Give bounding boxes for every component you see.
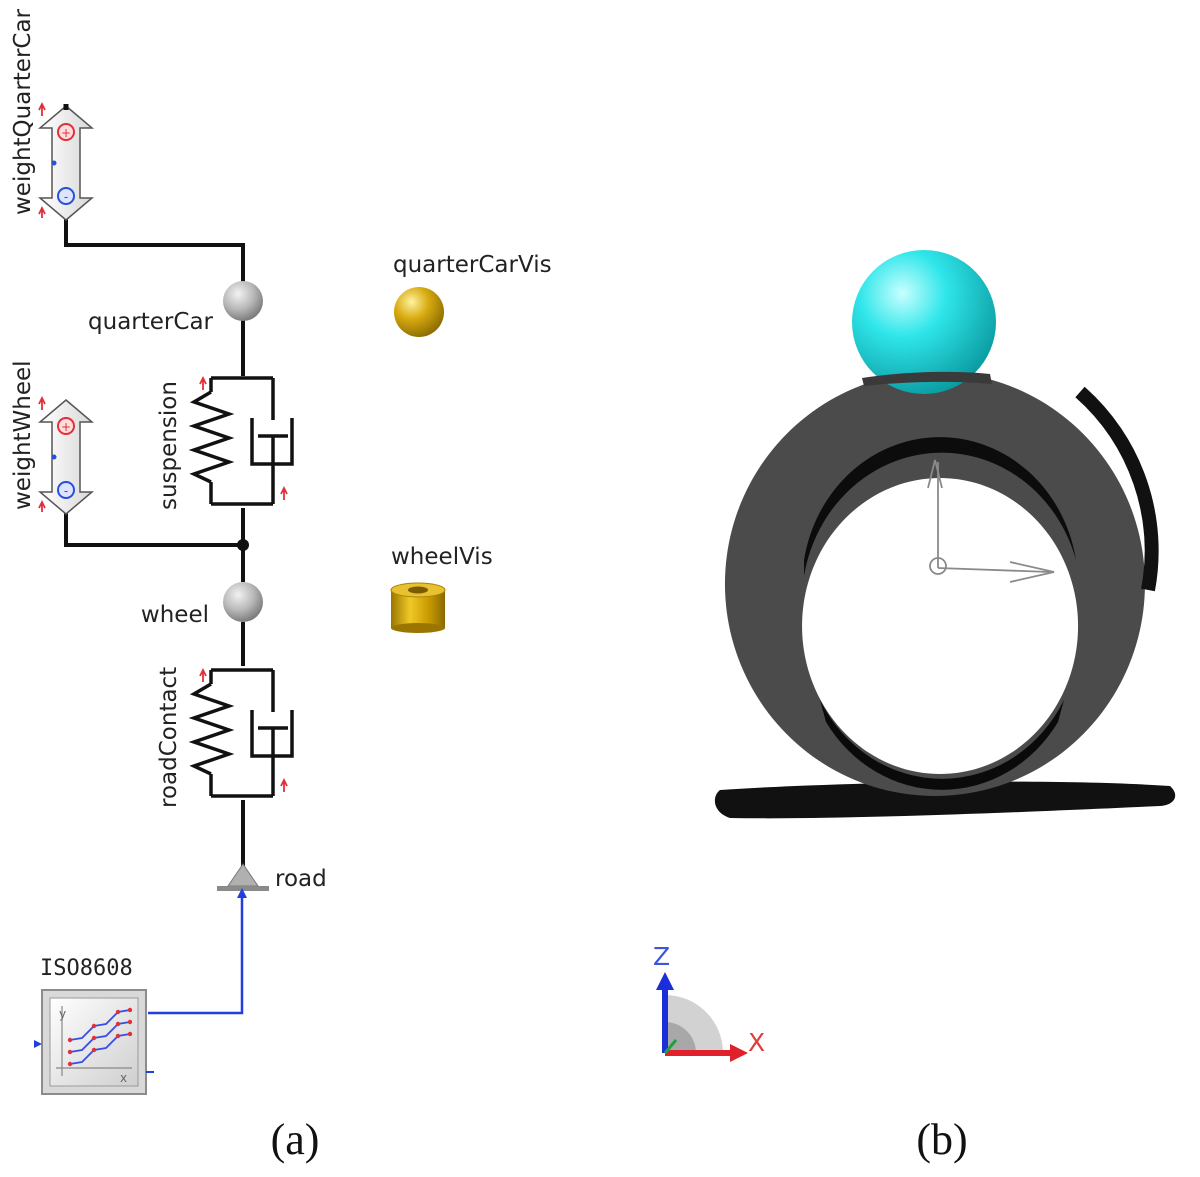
iso8608-axis-x: x bbox=[120, 1071, 127, 1085]
coordinate-triad: Z X bbox=[653, 942, 765, 1062]
arrow-up-red-icon bbox=[38, 101, 46, 116]
quarter-car-sphere[interactable] bbox=[852, 250, 996, 394]
quarter-car-mass[interactable] bbox=[223, 281, 263, 321]
weight-quarter-car-label: weightQuarterCar bbox=[10, 8, 36, 215]
caption-a: (a) bbox=[271, 1115, 320, 1164]
weight-wheel-label: weightWheel bbox=[10, 360, 36, 510]
arrow-up-red-icon bbox=[38, 395, 46, 410]
suspension-spring-damper[interactable] bbox=[188, 375, 294, 506]
quarter-car-vis-sphere[interactable] bbox=[394, 287, 444, 337]
flange-minus-icon bbox=[57, 187, 75, 205]
panel-b-render: Z X (b) bbox=[653, 250, 1176, 1164]
quarter-car-label: quarterCar bbox=[88, 309, 214, 335]
wheel-vis-cylinder[interactable] bbox=[390, 582, 446, 633]
iso8608-axis-y: y bbox=[59, 1007, 66, 1021]
arrow-up-red-icon bbox=[38, 205, 46, 218]
quarter-car-vis-label: quarterCarVis bbox=[393, 252, 552, 278]
suspension-label: suspension bbox=[156, 381, 182, 510]
iso8608-label: ISO8608 bbox=[40, 956, 133, 981]
svg-text:-: - bbox=[64, 484, 68, 498]
wheel-vis-label: wheelVis bbox=[391, 544, 493, 570]
panel-a-diagram: + - weightQuarterCar quarterCar quarterC… bbox=[10, 8, 552, 1164]
flange-minus-icon bbox=[57, 481, 75, 499]
road-contact-label: roadContact bbox=[156, 667, 182, 808]
tire-3d[interactable] bbox=[724, 372, 1159, 796]
weight-wheel-block[interactable]: + - bbox=[37, 395, 95, 515]
weight-quarter-car-block[interactable]: + - bbox=[37, 101, 95, 221]
iso8608-block[interactable]: y x bbox=[34, 989, 154, 1095]
flange-plus-icon bbox=[57, 123, 75, 141]
road-label: road bbox=[275, 866, 327, 892]
connection-wires bbox=[64, 210, 245, 868]
arrow-up-red-icon bbox=[38, 499, 46, 512]
junction-node bbox=[237, 539, 249, 551]
axis-z-label: Z bbox=[653, 942, 670, 971]
flange-plus-icon bbox=[57, 417, 75, 435]
wheel-mass[interactable] bbox=[223, 582, 263, 622]
caption-b: (b) bbox=[916, 1115, 967, 1164]
local-frame-axes bbox=[927, 459, 1055, 583]
ground-shadow bbox=[714, 781, 1176, 819]
road-support[interactable] bbox=[217, 863, 269, 891]
wheel-label: wheel bbox=[141, 602, 209, 628]
svg-text:+: + bbox=[61, 126, 71, 140]
road-contact-spring-damper[interactable] bbox=[188, 667, 294, 798]
svg-text:+: + bbox=[61, 420, 71, 434]
axis-x-label: X bbox=[748, 1028, 765, 1057]
svg-text:-: - bbox=[64, 190, 68, 204]
signal-line bbox=[148, 888, 247, 1015]
